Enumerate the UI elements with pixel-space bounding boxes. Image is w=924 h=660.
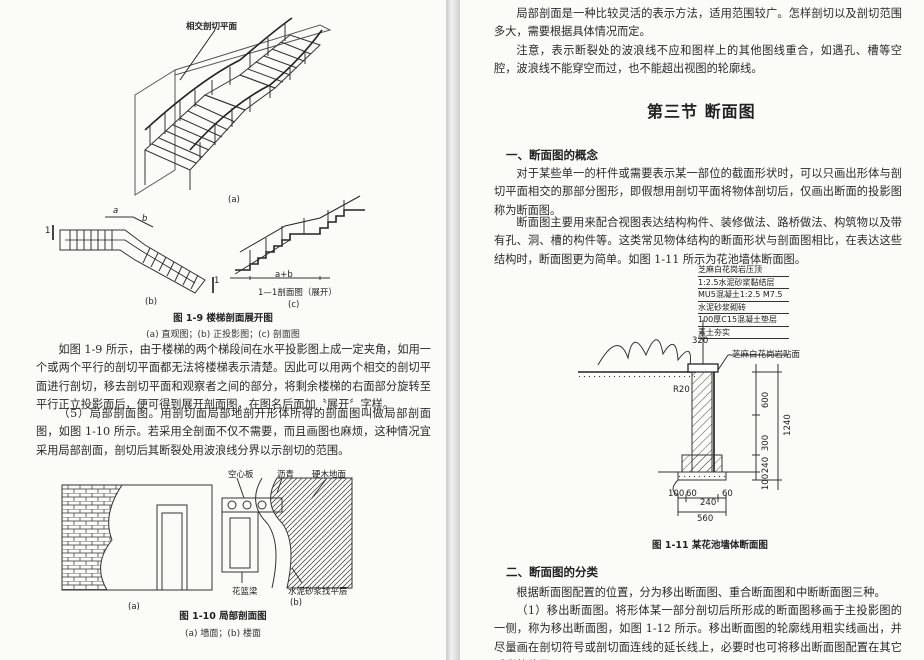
wall-partial-section-drawing [61,484,213,591]
section-mark-right: 1 [214,276,220,286]
section-mark-left: 1 [45,226,51,236]
fig-a-sublabel: (a) [228,195,240,205]
heading-concept: 一、断面图的概念 [506,148,598,162]
fig10-a-sublabel: (a) [128,602,140,612]
dim-320: 320 [692,336,709,346]
fig10-subtitle: (a) 墙面；(b) 楼面 [185,629,261,639]
fig10-b-sublabel: (b) [290,598,303,608]
paragraph-concept-definition: 对于某些单一的杆件或需要表示某一部位的截面形状时，可以只画出形体与剖切平面相交的… [494,167,902,217]
fig10-title: 图 1-10 局部剖面图 [179,611,267,622]
dim-a-label: a [113,206,119,216]
dim-1240: 1240 [782,414,793,436]
paragraph-concept-usage: 断面图主要用来配合视图表达结构构件、装修做法、路桥做法、构筑物以及带有孔、洞、槽… [494,216,902,266]
paragraph-partial-section: （5）局部剖面图。用剖切面局部地剖开形体所得的剖面图叫做局部剖面图，如图 1-1… [36,407,431,457]
heading-classification: 二、断面图的分类 [506,565,598,579]
left-page: 相交剖切平面 (a) a b 1 1 (b) [0,0,446,660]
note-bonding-layer: 1:2.5水泥砂浆黏结层 [698,277,789,289]
dim-100-v: 100 [761,473,772,491]
planter-wall-section-drawing [578,320,788,516]
dim-ab-label: a+b [275,270,293,280]
paragraph-expanded-section: 如图 1-9 所示，由于楼梯的两个梯段间在水平投影图上成一定夹角，如用一个或两个… [36,343,431,411]
note-coping: 芝麻白花岗岩压顶 [698,264,789,277]
floor-partial-section-drawing [221,477,353,589]
fig-c-caption: 1—1剖面图（展开） [258,288,337,298]
label-flower-beam: 花篮梁 [232,587,258,597]
dim-60-right: 60 [722,489,733,499]
label-screed-layer: 水泥砂浆找平层 [288,587,348,597]
book-gutter [446,0,460,660]
cutting-plane-callout: 相交剖切平面 [186,22,238,32]
label-hollow-slab: 空心板 [228,470,254,480]
stair-plan-drawing [52,216,214,294]
dim-b-label: b [142,214,148,224]
note-rammed-earth: 素土夯实 [698,327,789,339]
label-asphalt: 沥青 [277,470,295,480]
dim-100-h: 100 [668,489,685,499]
fig9-subtitle: (a) 直观图；(b) 正投影图；(c) 剖面图 [146,330,300,340]
label-hardwood-floor: 硬木地面 [312,470,347,480]
fig-b-sublabel: (b) [145,297,158,307]
right-page: 局部剖面是一种比较灵活的表示方法，适用范围较广。怎样剖切以及剖切范围多大，需要根… [460,0,924,660]
dim-240-h: 240 [700,498,717,508]
fig11-title: 图 1-11 某花池墙体断面图 [652,540,768,551]
facing-label: 芝麻白花岗岩贴面 [732,350,801,360]
dim-600: 600 [761,391,772,409]
wall-layer-notes: 芝麻白花岗岩压顶 1:2.5水泥砂浆黏结层 MU5混凝土1:2.5 M7.5 水… [698,264,789,339]
note-brick-grade: MU5混凝土1:2.5 M7.5 [698,289,789,302]
paragraph-partial-usage: 局部剖面是一种比较灵活的表示方法，适用范围较广。怎样剖切以及剖切范围多大，需要根… [494,7,902,39]
section-title: 第三节 断面图 [647,102,756,121]
dim-240: 240 [761,456,772,474]
stair-perspective-drawing [134,17,332,196]
dim-300: 300 [761,434,772,452]
fig-c-sublabel: (c) [288,300,300,310]
stair-section-drawing [230,195,365,280]
paragraph-wavy-line-note: 注意，表示断裂处的波浪线不应和图样上的其他图线重合，如遇孔、槽等空腔，波浪线不能… [494,44,902,76]
note-masonry: 水泥砂浆砌砖 [698,302,789,314]
note-concrete-bedding: 100厚C15混凝土垫层 [698,314,789,327]
dim-r20: R20 [673,385,690,395]
paragraph-removed-section: （1）移出断面图。将形体某一部分剖切后所形成的断面图移画于主投影图的一侧，称为移… [494,604,902,660]
dim-560: 560 [697,514,714,524]
fig9-title: 图 1-9 楼梯剖面展开图 [173,313,273,324]
paragraph-classification: 根据断面图配置的位置，分为移出断面图、重合断面图和中断断面图三种。 [516,586,886,599]
dim-60-left: 60 [686,489,697,499]
